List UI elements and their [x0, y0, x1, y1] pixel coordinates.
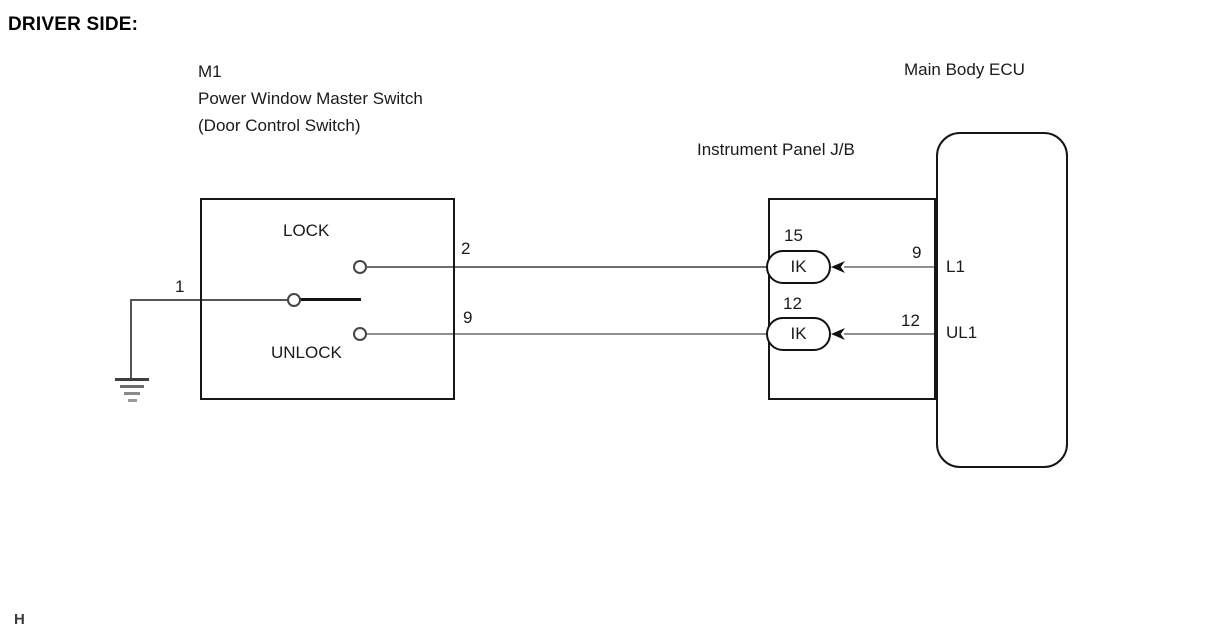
master-switch-subname: (Door Control Switch) [198, 116, 361, 135]
wire-lock-signal [367, 266, 768, 268]
master-switch-box [200, 198, 455, 400]
wire-ground-horizontal [131, 299, 289, 301]
wire-jb-to-ecu-ul1 [844, 333, 936, 335]
master-switch-code: M1 [198, 62, 222, 81]
pin-number-lock: 2 [461, 239, 471, 258]
jb-connector-unlock-pin: 12 [783, 294, 802, 313]
ecu-pin-number-l1: 9 [912, 243, 922, 262]
lock-contact-circle [353, 260, 367, 274]
ecu-box [936, 132, 1068, 468]
wire-unlock-signal [367, 333, 768, 335]
ground-bar-2 [120, 385, 144, 388]
jb-connector-lock-oval: IK [766, 250, 831, 284]
ground-bar-3 [124, 392, 140, 395]
unlock-contact-circle [353, 327, 367, 341]
switch-arm [300, 298, 361, 301]
ecu-terminal-l1: L1 [946, 257, 965, 276]
wire-jb-to-ecu-l1 [844, 266, 936, 268]
ground-bar-1 [115, 378, 149, 381]
ecu-label: Main Body ECU [904, 60, 1025, 79]
junction-block-box [768, 198, 936, 400]
jb-connector-lock-label: IK [790, 257, 807, 276]
ecu-pin-number-ul1: 12 [901, 311, 920, 330]
master-switch-name: Power Window Master Switch [198, 89, 423, 108]
common-contact-circle [287, 293, 301, 307]
junction-block-label: Instrument Panel J/B [697, 140, 855, 159]
pin-number-unlock: 9 [463, 308, 473, 327]
master-switch-label: M1 Power Window Master Switch (Door Cont… [198, 58, 423, 139]
page-footer-mark: H [14, 611, 25, 628]
jb-connector-unlock-oval: IK [766, 317, 831, 351]
pin-number-ground: 1 [175, 277, 185, 296]
wire-ground-vertical [130, 299, 132, 380]
ground-bar-4 [128, 399, 137, 402]
jb-connector-unlock-label: IK [790, 324, 807, 343]
ecu-terminal-ul1: UL1 [946, 323, 978, 342]
jb-connector-lock-pin: 15 [784, 226, 803, 245]
diagram-title: DRIVER SIDE: [8, 14, 139, 35]
unlock-position-label: UNLOCK [271, 343, 342, 362]
lock-position-label: LOCK [283, 221, 330, 240]
